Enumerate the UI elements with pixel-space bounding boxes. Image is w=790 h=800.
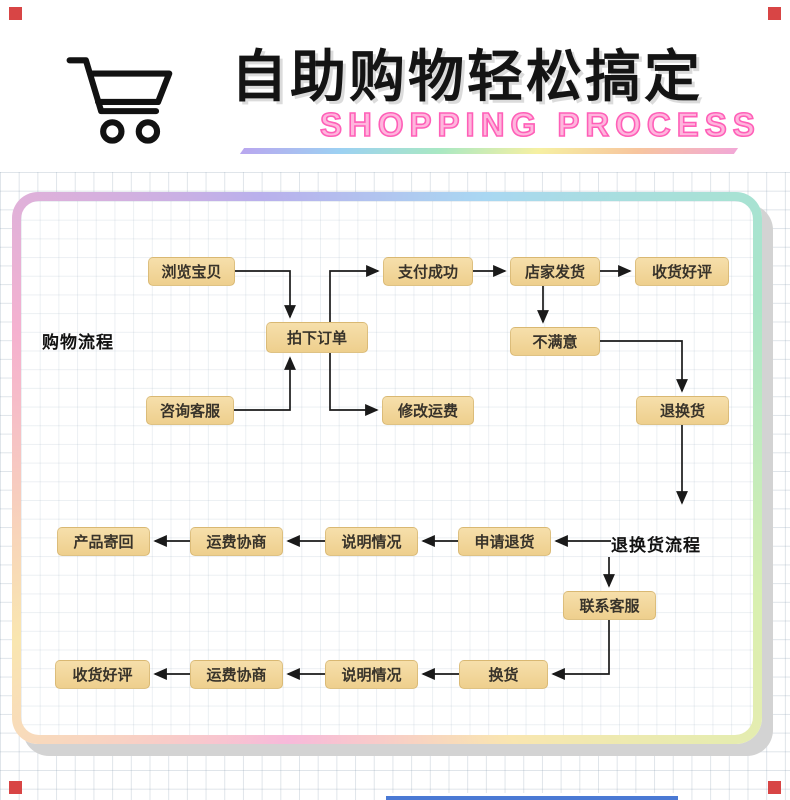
- node-contact-service: 联系客服: [563, 591, 656, 620]
- node-explain-situation-2: 说明情况: [325, 660, 418, 689]
- node-explain-situation-1: 说明情况: [325, 527, 418, 556]
- node-unsatisfied: 不满意: [510, 327, 600, 356]
- node-place-order: 拍下订单: [266, 322, 368, 353]
- node-receive-good-review-2: 收货好评: [55, 660, 150, 689]
- corner-accent-top-left: [9, 7, 22, 20]
- flowchart-panel-inner: [21, 201, 753, 735]
- page-title: 自助购物轻松搞定: [231, 45, 703, 108]
- node-receive-good-review-1: 收货好评: [635, 257, 729, 286]
- node-browse-items: 浏览宝贝: [148, 257, 235, 286]
- corner-accent-bottom-right: [768, 781, 781, 794]
- rainbow-underline: [239, 148, 739, 154]
- node-apply-return: 申请退货: [458, 527, 551, 556]
- node-modify-shipping: 修改运费: [382, 396, 474, 425]
- node-pay-success: 支付成功: [383, 257, 473, 286]
- corner-accent-top-right: [768, 7, 781, 20]
- shopping-flow-label: 购物流程: [42, 333, 114, 352]
- returns-flow-label: 退换货流程: [611, 536, 701, 555]
- node-consult-service: 咨询客服: [146, 396, 234, 425]
- node-return-exchange: 退换货: [636, 396, 729, 425]
- next-section-peek: [386, 793, 678, 800]
- node-shipping-negotiation-1: 运费协商: [190, 527, 283, 556]
- node-send-product-back: 产品寄回: [57, 527, 150, 556]
- page-subtitle: SHOPPING PROCESS: [319, 105, 761, 144]
- shopping-cart-icon: [66, 57, 173, 144]
- node-shipping-negotiation-2: 运费协商: [190, 660, 283, 689]
- node-exchange-goods: 换货: [459, 660, 548, 689]
- node-store-ships: 店家发货: [510, 257, 600, 286]
- corner-accent-bottom-left: [9, 781, 22, 794]
